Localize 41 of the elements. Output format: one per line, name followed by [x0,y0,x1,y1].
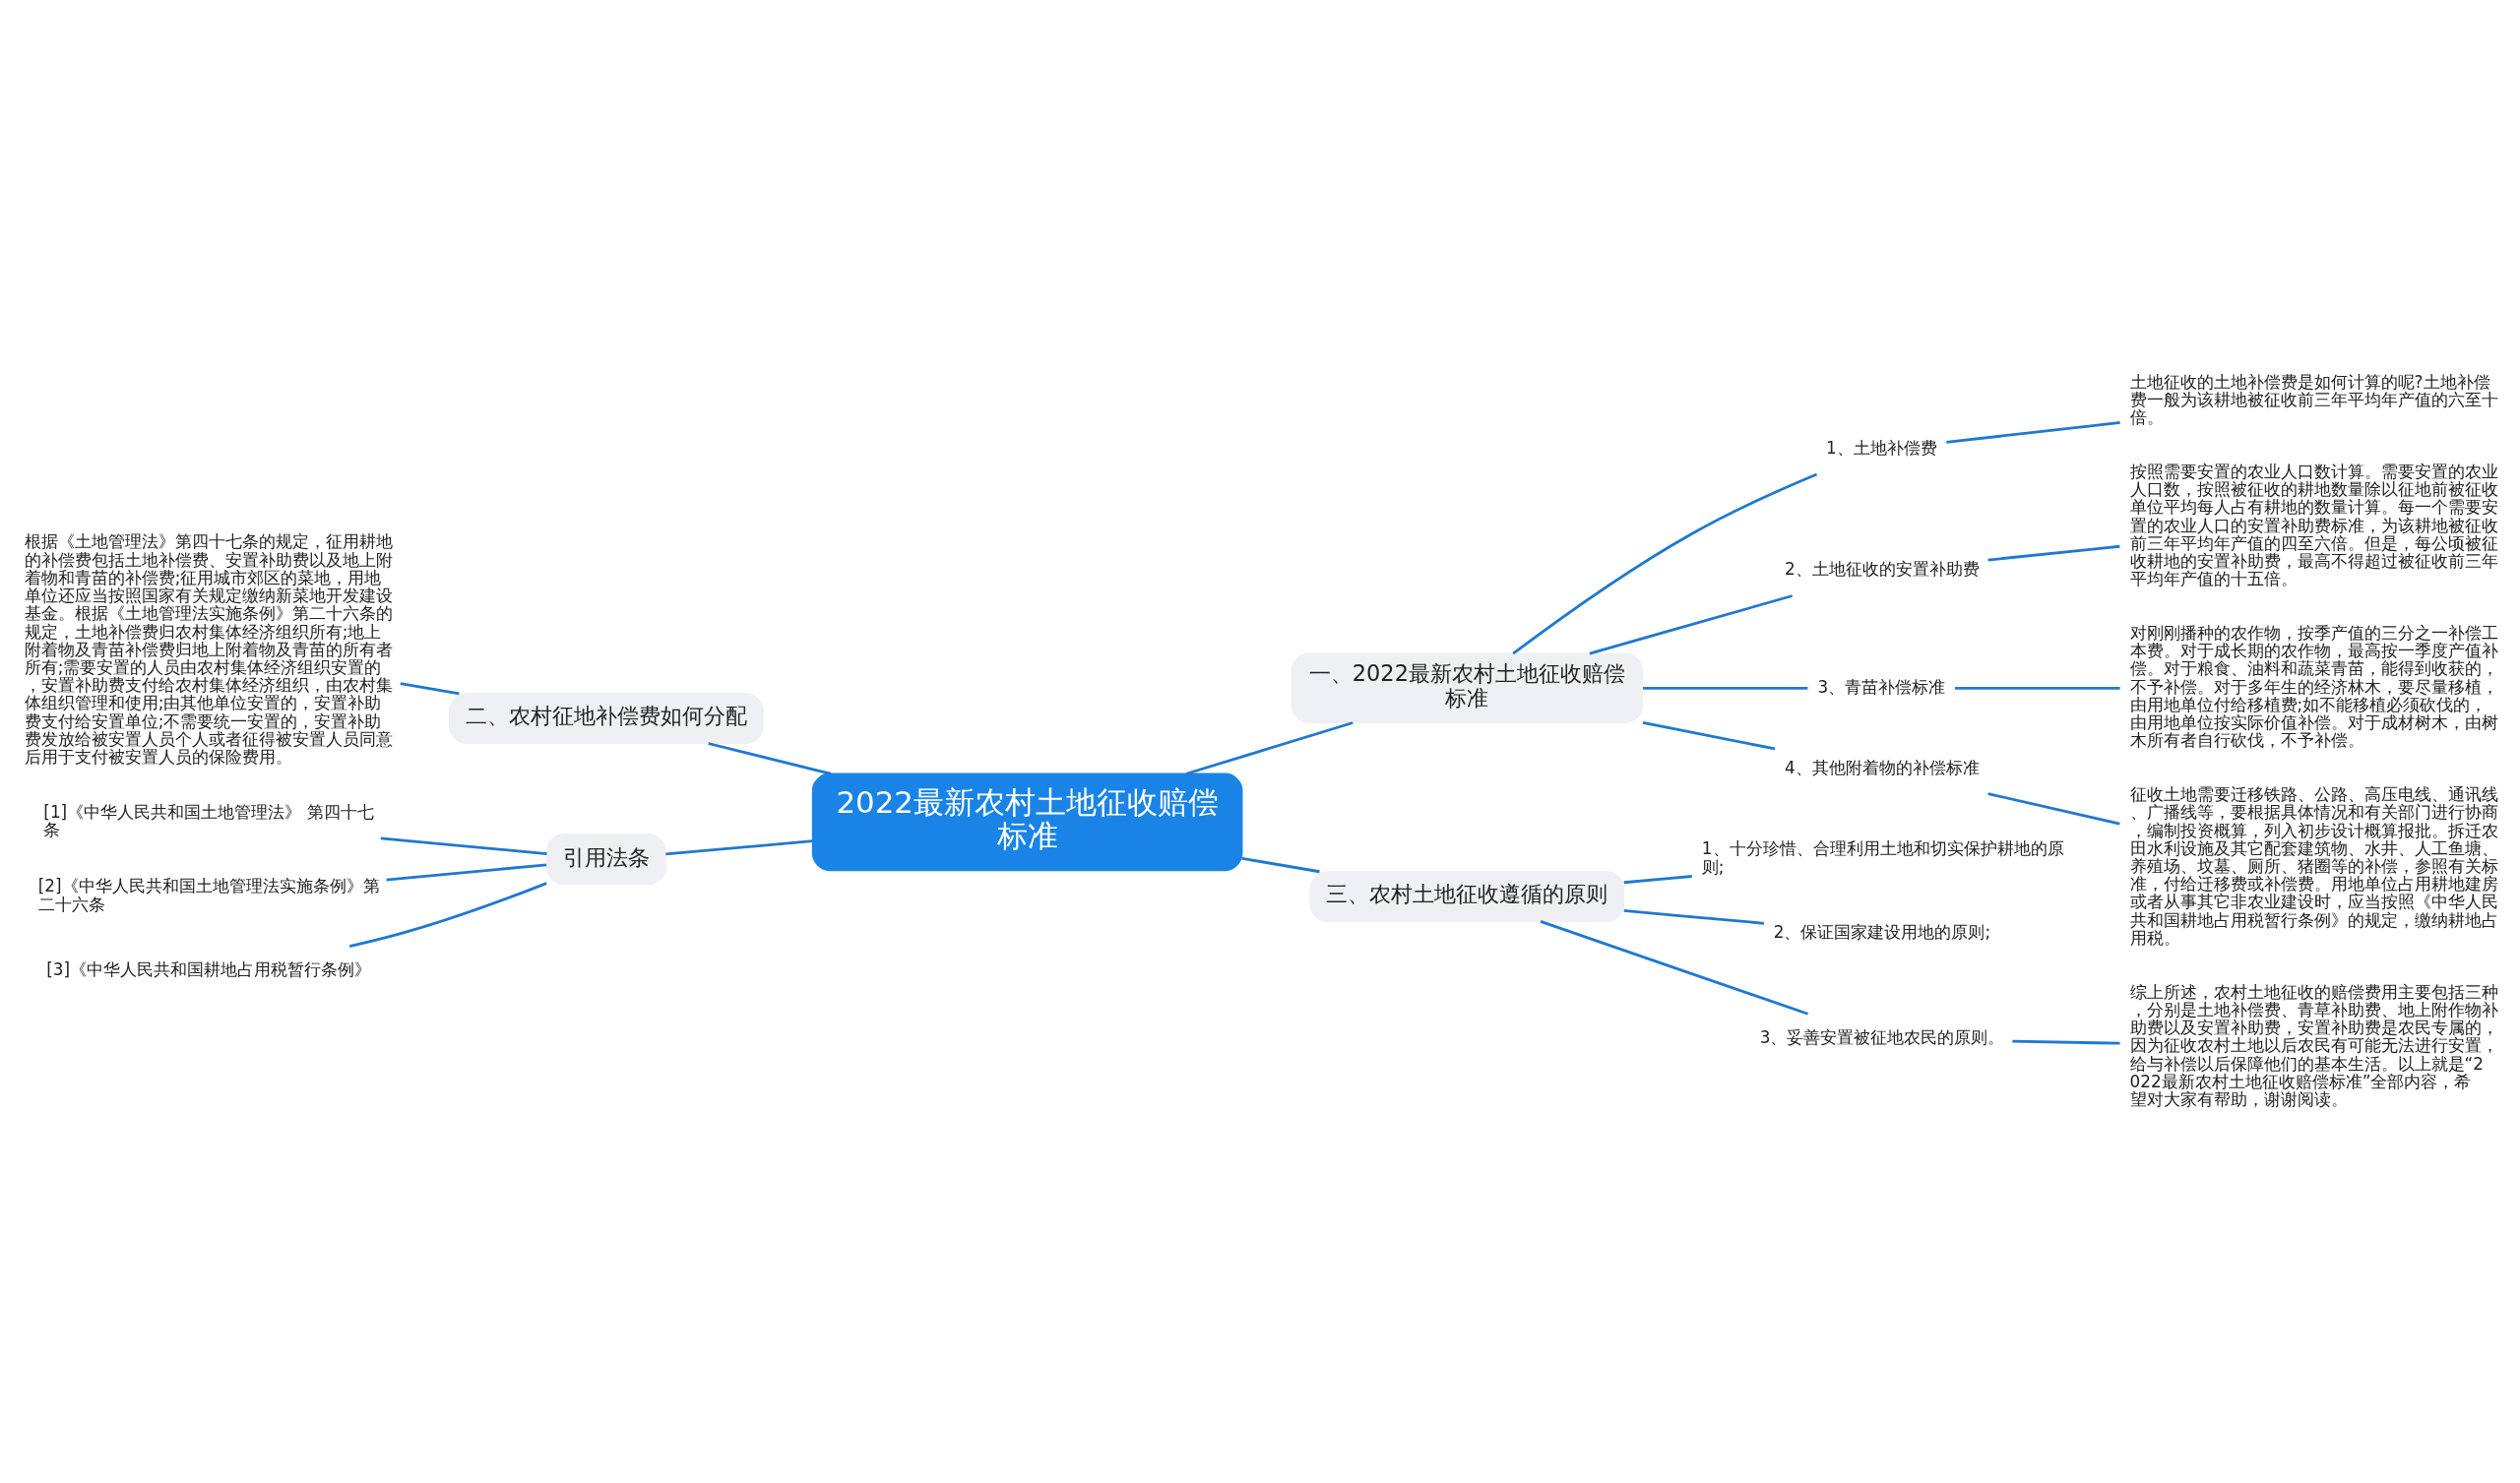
connector [380,835,547,855]
node-text: [2]《中华人民共和国土地管理法实施条例》第二十六条 [37,875,380,914]
connector [400,681,460,695]
connector [1185,720,1354,775]
node-box: 三、农村土地征收遵循的原则 [1309,870,1625,922]
node-text: 1、十分珍惜、合理利用土地和切实保护耕地的原则; [1701,837,2064,877]
node-box: 二、农村征地补偿费如何分配 [449,692,764,744]
connector [1623,874,1692,884]
node-box: 引用法条 [545,833,666,885]
connector [1946,420,2120,444]
connector [1512,472,1818,654]
connector [2012,1039,2120,1045]
connector [1987,791,2120,825]
node-text: 2、土地征收的安置补助费 [1784,558,1980,579]
node-text: 对刚刚播种的农作物，按季产值的三分之一补偿工本费。对于成长期的农作物，最高按一季度产值补偿。对于粮食、油料和蔬菜青苗，能得到收获的，不予补偿。对于多年生的经济林木，要尽量移植，由用地单位付给移植费;如不能移植必须砍伐的，由用地单位按实际价值补偿。对于成材树木，由树木所有者自行砍伐，不予补偿。 [2129,622,2498,750]
connector [708,741,832,775]
node-text: 综上所述，农村土地征收的赔偿费用主要包括三种，分别是土地补偿费、青草补助费、地上附作物补助费以及安置补助费，安置补助费是农民专属的，因为征收农村土地以后农民有可能无法进行安置，给与补偿以后保障他们的基本生活。以上就是“2022最新农村土地征收赔偿标准”全部内容，希望对大家有帮助，谢谢阅读。 [2129,981,2498,1109]
node-text: 根据《土地管理法》第四十七条的规定，征用耕地的补偿费包括土地补偿费、安置补助费以及地上附着物和青苗的补偿费;征用城市郊区的菜地，用地单位还应当按照国家有关规定缴纳新菜地开发建设基金。根据《土地管理法实施条例》第二十六条的规定，土地补偿费归农村集体经济组织所有;地上附着物及青苗补偿费归地上附着物及青苗的所有者所有;需要安置的人员由农村集体经济组织安置的，安置补助费支付给农村集体经济组织，由农村集体组织管理和使用;由其他单位安置的，安置补助费支付给安置单位;不需要统一安置的，安置补助费发放给被安置人员个人或者征得被安置人员同意后用于支付被安置人员的保险费用。 [24,530,393,767]
node-text: [3]《中华人民共和国耕地占用税暂行条例》 [46,958,371,979]
node-box: 2022最新农村土地征收赔偿标准 [811,772,1243,871]
connector [1540,919,1808,1016]
node-text: 征收土地需要迁移铁路、公路、高压电线、通讯线、广播线等，要根据具体情况和有关部门进行协商，编制投资概算，列入初步设计概算报批。拆迁农田水利设施及其它配套建筑物、水井、人工鱼塘、养殖场、坟墓、厕所、猪圈等的补偿，参照有关标准，付给迁移费或补偿费。用地单位占用耕地建房或者从事其它非农业建设时，应当按照《中华人民共和国耕地占用税暂行条例》的规定，缴纳耕地占用税。 [2129,783,2498,948]
connector [1954,686,2120,690]
connector [1241,856,1320,873]
connector [386,862,547,881]
connector [1642,720,1776,750]
node-text: 4、其他附着物的补偿标准 [1784,757,1980,777]
connector [665,838,813,855]
node-text: [1]《中华人民共和国土地管理法》 第四十七条 [43,801,374,839]
node-text: 3、青苗补偿标准 [1817,676,1946,697]
node-text: 按照需要安置的农业人口数计算。需要安置的农业人口数，按照被征收的耕地数量除以征地前被征收单位平均每人占有耕地的数量计算。每一个需要安置的农业人口的安置补助费标准，为该耕地被征收前三年平均年产值的四至六倍。但是，每公顷被征收耕地的安置补助费，最高不得超过被征收前三年平均年产值的十五倍。 [2129,461,2498,588]
connector [348,881,547,948]
node-text: 土地征收的土地补偿费是如何计算的呢?土地补偿费一般为该耕地被征收前三年平均年产值的六至十倍。 [2129,371,2498,427]
node-text: 3、妥善安置被征地农民的原则。 [1759,1026,2005,1047]
connector [1589,593,1793,655]
connector [1987,544,2120,561]
connector [1643,686,1808,690]
node-box: 一、2022最新农村土地征收赔偿标准 [1291,652,1644,723]
node-text: 1、土地补偿费 [1826,437,1937,458]
connector [1623,908,1765,925]
node-text: 2、保证国家建设用地的原则; [1773,921,1991,942]
